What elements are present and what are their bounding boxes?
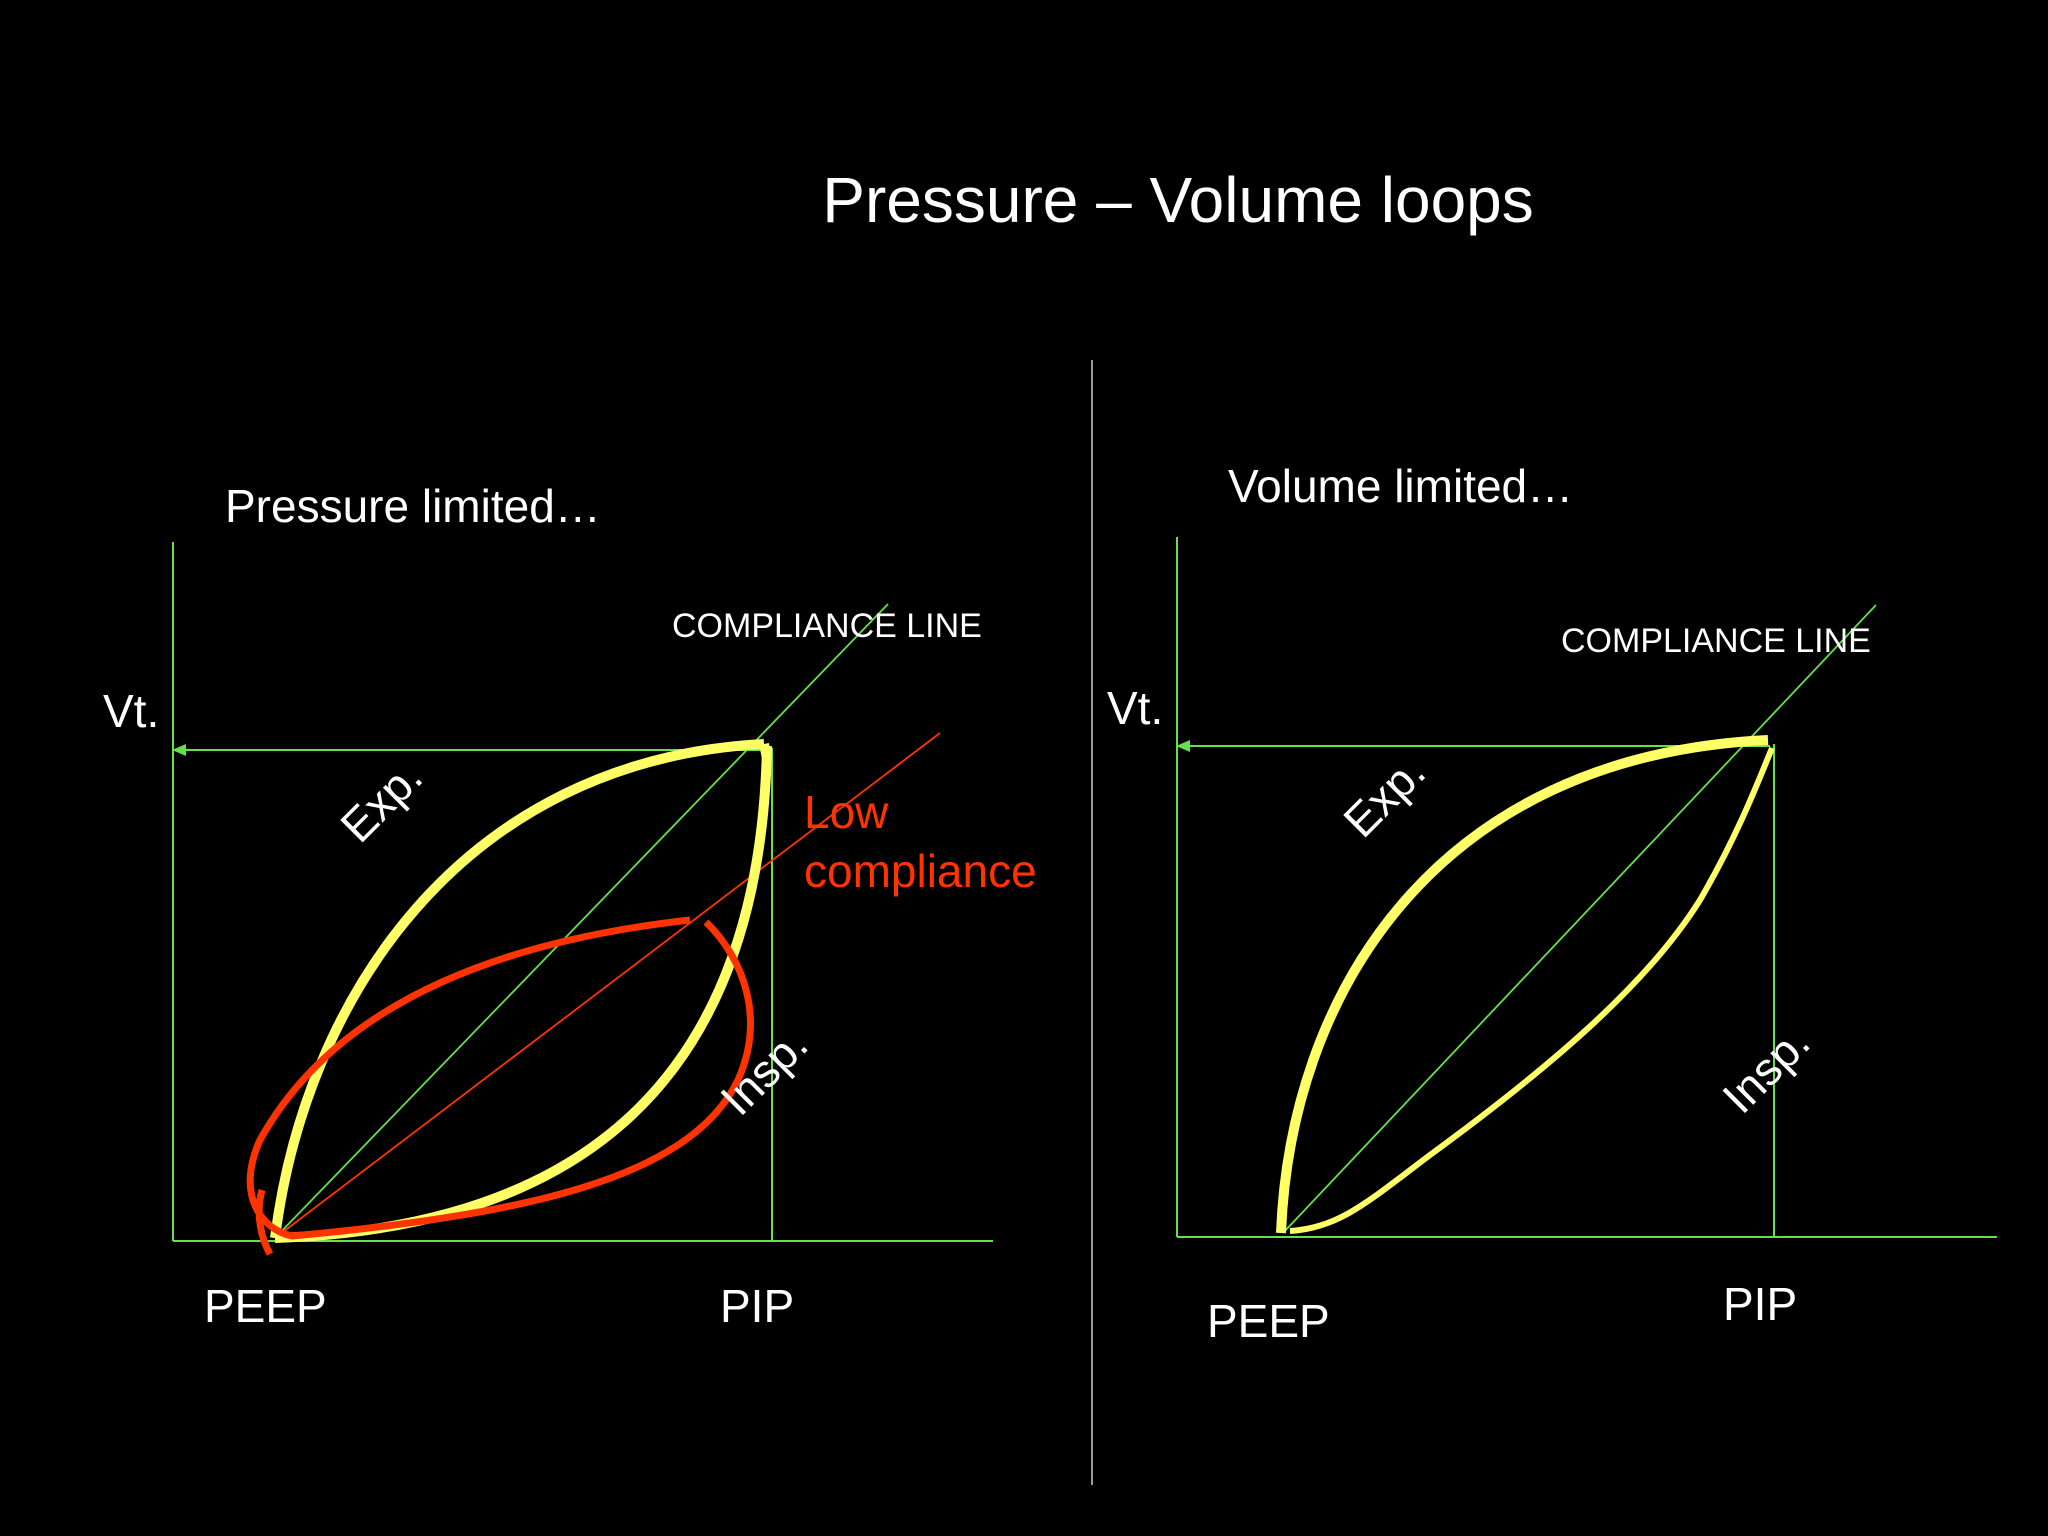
peep-label: PEEP [1207,1295,1330,1347]
compliance-line-label: COMPLIANCE LINE [1561,622,1871,660]
y-axis-label: Vt. [1107,682,1163,734]
compliance-line-label: COMPLIANCE LINE [672,607,982,645]
pressure-limited-plateau [759,742,772,760]
low-compliance-label-line2: compliance [804,845,1037,897]
low-compliance-line [274,732,941,1239]
slide-title: Pressure – Volume loops [822,164,1534,236]
tidal-volume-arrowhead [172,744,186,756]
y-axis-label: Vt. [103,685,159,737]
low-compliance-loop [246,916,754,1240]
low-compliance-label-line1: Low [804,786,889,838]
low-compliance-loop-tail [255,1189,274,1256]
pip-label: PIP [1723,1278,1797,1330]
tidal-volume-arrowhead [1176,740,1190,752]
volume-limited-inspiration-curve [1289,746,1775,1234]
pip-label: PIP [720,1280,794,1332]
compliance-line [274,603,889,1239]
compliance-line [1282,604,1877,1234]
panel-heading: Pressure limited… [225,480,601,532]
peep-label: PEEP [204,1280,327,1332]
volume-limited-expiration-curve [1276,735,1769,1234]
pressure-limited-expiration-curve [270,739,765,1239]
panel-heading: Volume limited… [1228,460,1573,512]
panel-pressure-limited: Pressure limited… Vt. COMPLIANCE LINE Ex… [103,480,1037,1332]
